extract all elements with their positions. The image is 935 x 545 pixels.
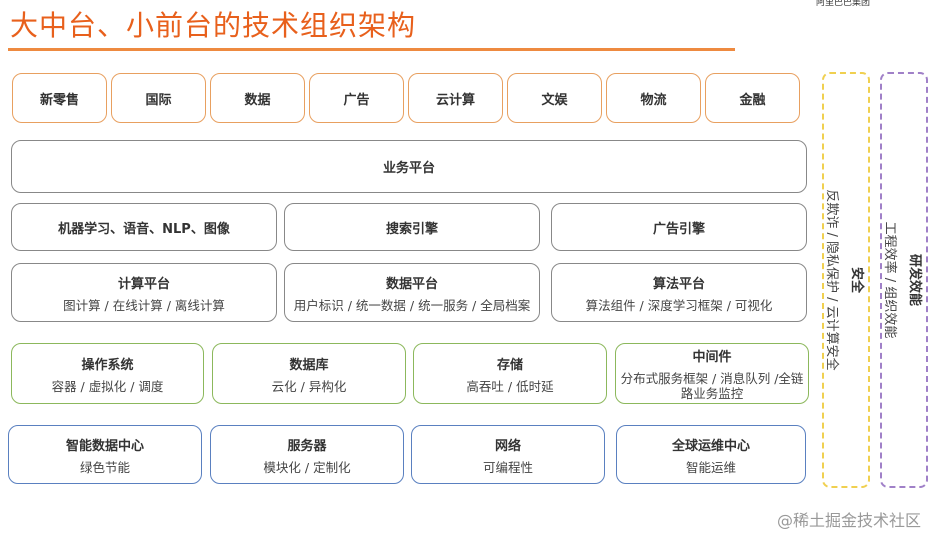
business-box-title: 云计算 (435, 92, 475, 108)
title-divider (8, 48, 735, 51)
infra-box-title: 存储 (496, 357, 523, 373)
business-box: 物流 (606, 73, 701, 123)
infra-box-title: 中间件 (692, 350, 732, 365)
platform-box: 数据平台用户标识 / 统一数据 / 统一服务 / 全局档案 (284, 263, 540, 322)
engine-box-title: 机器学习、语音、NLP、图像 (58, 221, 230, 237)
infra-box-sub: 分布式服务框架 / 消息队列 /全链路业务监控 (620, 371, 804, 401)
business-box-title: 金融 (739, 92, 766, 108)
infra-box-sub: 云化 / 异构化 (271, 378, 347, 394)
engine-box: 搜索引擎 (284, 203, 540, 251)
hardware-box-sub: 可编程性 (482, 459, 533, 475)
business-box: 新零售 (12, 73, 107, 123)
business-box-title: 国际 (145, 92, 172, 108)
business-box-title: 新零售 (39, 92, 79, 108)
platform-box-sub: 图计算 / 在线计算 / 离线计算 (63, 297, 225, 313)
hardware-box-title: 网络 (494, 438, 521, 454)
hardware-box-sub: 模块化 / 定制化 (263, 459, 351, 475)
devops-column: 研发效能工程效率 / 组织效能 (880, 72, 928, 488)
engine-box-title: 搜索引擎 (385, 221, 438, 237)
company-logo: 阿里巴巴集团 (816, 0, 871, 8)
business-box: 广告 (309, 73, 404, 123)
business-box-title: 数据 (244, 92, 271, 108)
business-box: 数据 (210, 73, 305, 123)
business-box-title: 文娱 (541, 92, 568, 108)
page-title: 大中台、小前台的技术组织架构 (10, 9, 417, 42)
infra-box-sub: 容器 / 虚拟化 / 调度 (51, 378, 164, 394)
infra-box: 中间件分布式服务框架 / 消息队列 /全链路业务监控 (615, 343, 809, 404)
security-title: 安全 (849, 266, 864, 294)
engine-box-title: 广告引擎 (652, 221, 705, 237)
devops-title: 研发效能 (907, 253, 922, 306)
hardware-box: 智能数据中心绿色节能 (8, 425, 202, 484)
hardware-box: 网络可编程性 (411, 425, 605, 484)
hardware-box: 全球运维中心智能运维 (616, 425, 806, 484)
hardware-box: 服务器模块化 / 定制化 (210, 425, 404, 484)
hardware-box-title: 服务器 (287, 438, 327, 454)
hardware-box-sub: 智能运维 (685, 459, 736, 475)
infra-box: 数据库云化 / 异构化 (212, 343, 406, 404)
business-platform: 业务平台 (11, 140, 807, 193)
platform-box-sub: 用户标识 / 统一数据 / 统一服务 / 全局档案 (293, 297, 531, 313)
platform-box-title: 数据平台 (385, 276, 438, 292)
security-column: 安全反欺诈 / 隐私保护 / 云计算安全 (822, 72, 870, 488)
platform-box-sub: 算法组件 / 深度学习框架 / 可视化 (585, 297, 773, 313)
platform-box: 算法平台算法组件 / 深度学习框架 / 可视化 (551, 263, 807, 322)
infra-box: 操作系统容器 / 虚拟化 / 调度 (11, 343, 204, 404)
watermark: @稀土掘金技术社区 (776, 511, 921, 530)
devops-sub: 工程效率 / 组织效能 (882, 221, 897, 339)
business-box: 云计算 (408, 73, 503, 123)
engine-box: 广告引擎 (551, 203, 807, 251)
infra-box-sub: 高吞吐 / 低时延 (466, 378, 554, 394)
engine-box: 机器学习、语音、NLP、图像 (11, 203, 277, 251)
business-box: 国际 (111, 73, 206, 123)
infra-box-title: 数据库 (289, 357, 329, 373)
platform-box-title: 计算平台 (117, 276, 170, 292)
hardware-box-sub: 绿色节能 (79, 459, 130, 475)
security-sub: 反欺诈 / 隐私保护 / 云计算安全 (824, 189, 839, 371)
business-box: 文娱 (507, 73, 602, 123)
hardware-box-title: 智能数据中心 (65, 438, 144, 454)
infra-box: 存储高吞吐 / 低时延 (413, 343, 607, 404)
infra-box-title: 操作系统 (81, 357, 134, 373)
business-box: 金融 (705, 73, 800, 123)
hardware-box-title: 全球运维中心 (671, 438, 750, 454)
business-box-title: 广告 (343, 92, 370, 108)
platform-box: 计算平台图计算 / 在线计算 / 离线计算 (11, 263, 277, 322)
platform-box-title: 算法平台 (652, 276, 705, 292)
business-platform-label: 业务平台 (382, 161, 435, 176)
business-box-title: 物流 (640, 92, 667, 108)
